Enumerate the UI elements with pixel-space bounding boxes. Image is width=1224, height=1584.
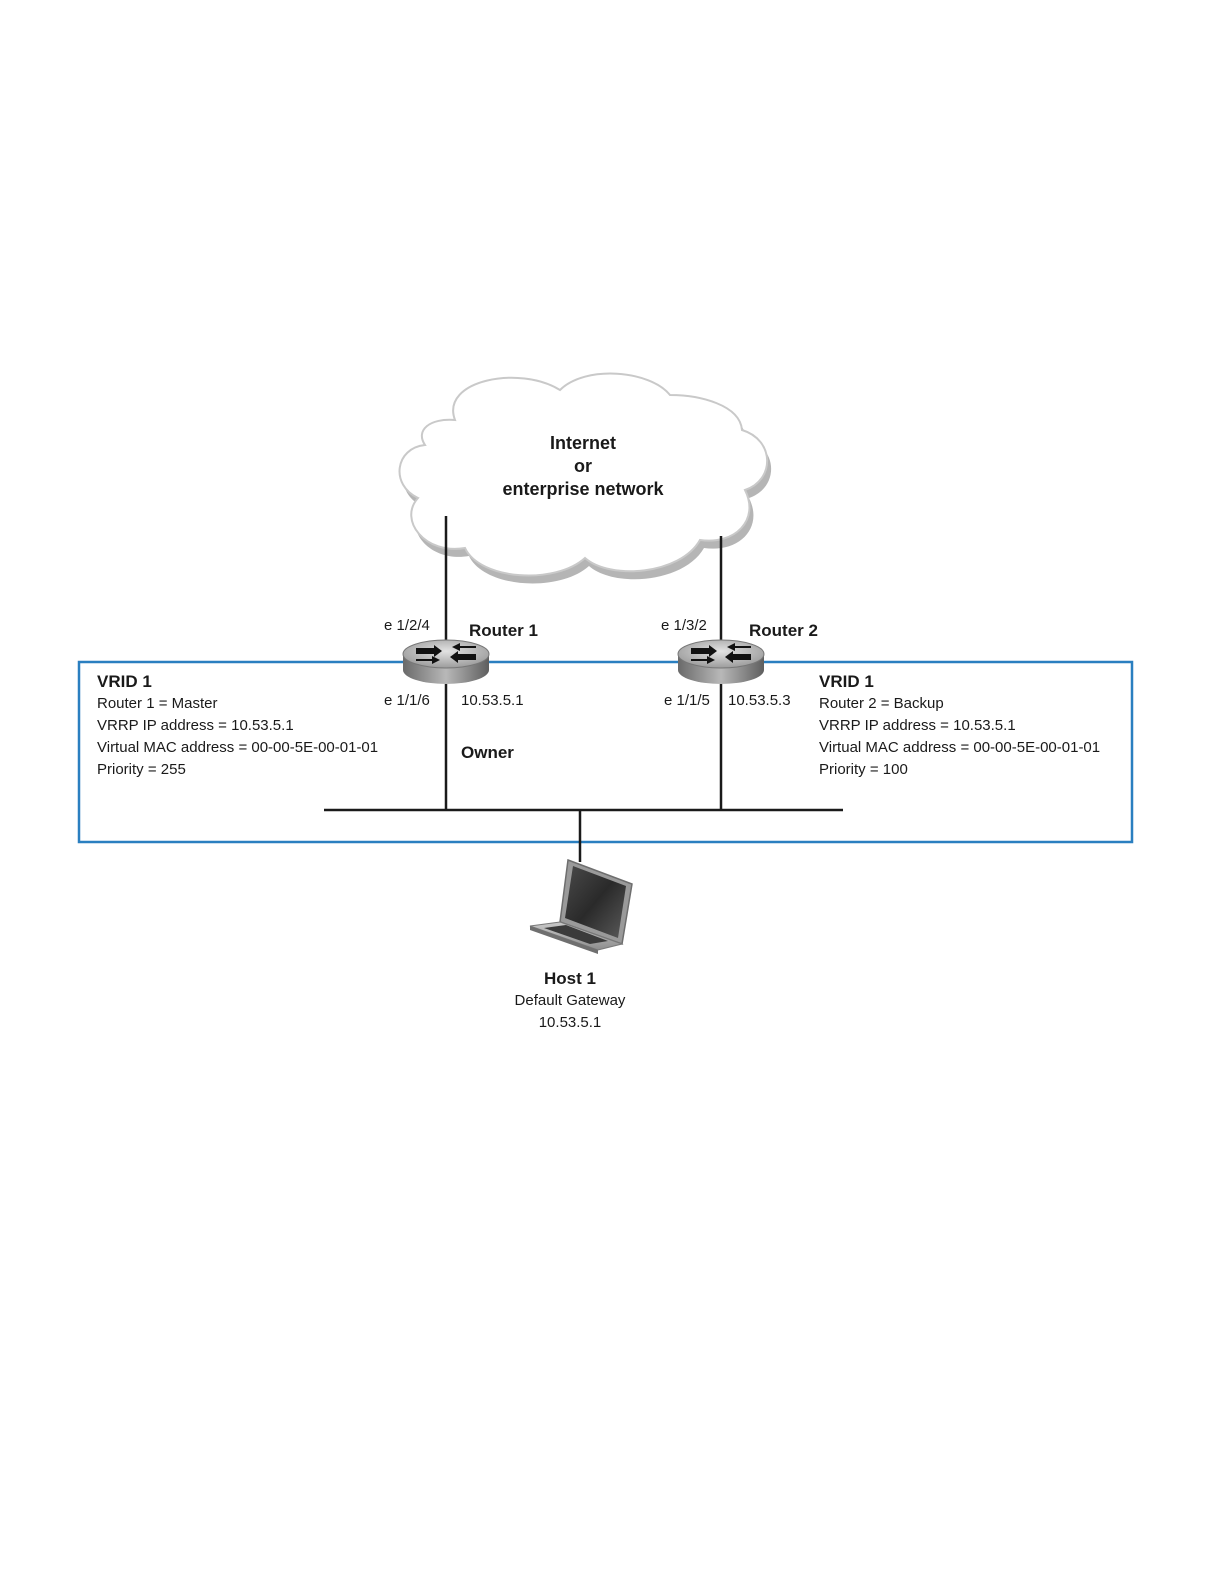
router1-role-tag: Owner [461,743,514,762]
router2-ip: 10.53.5.3 [728,692,791,709]
network-links [324,516,843,862]
cloud-label-line1: Internet [549,433,616,453]
cloud-body [398,372,769,577]
router1-lan-port: e 1/1/6 [384,692,430,709]
network-cloud [398,372,772,584]
vrid-right-line: Virtual MAC address = 00-00-5E-00-01-01 [819,739,1101,756]
vrid-group-box [77,660,1134,844]
cloud-label-line2: or [574,456,592,476]
vrid-right-line: VRRP IP address = 10.53.5.1 [819,717,1016,734]
laptop-icon [529,858,633,954]
router-icon [677,639,765,684]
vrid-left-title: VRID 1 [97,672,152,691]
router1-name: Router 1 [469,621,538,640]
vrid-right-line: Priority = 100 [819,761,908,778]
vrid-left-line: Priority = 255 [97,761,186,778]
router2-name: Router 2 [749,621,818,640]
router-icon [402,639,490,684]
router2-uplink-port: e 1/3/2 [661,617,707,634]
router2-lan-port: e 1/1/5 [664,692,710,709]
cloud-label-line3: enterprise network [502,479,664,499]
vrid-left-info: VRID 1 Router 1 = Master VRRP IP address… [97,671,378,781]
host-gateway-ip: 10.53.5.1 [538,1014,602,1031]
vrid-right-title: VRID 1 [819,672,874,691]
vrid-left-line: Virtual MAC address = 00-00-5E-00-01-01 [97,739,379,756]
host-gateway-label: Default Gateway [514,992,626,1009]
host-name: Host 1 [544,969,596,988]
vrid-left-line: Router 1 = Master [97,695,218,712]
router1-uplink-port: e 1/2/4 [384,617,430,634]
vrid-right-info: VRID 1 Router 2 = Backup VRRP IP address… [819,671,1100,781]
vrid-left-line: VRRP IP address = 10.53.5.1 [97,717,294,734]
cloud-label: Internet or enterprise network [470,432,696,501]
vrid-right-line: Router 2 = Backup [819,695,944,712]
host-info: Host 1 Default Gateway 10.53.5.1 [480,968,660,1034]
router1-ip: 10.53.5.1 [461,692,524,709]
